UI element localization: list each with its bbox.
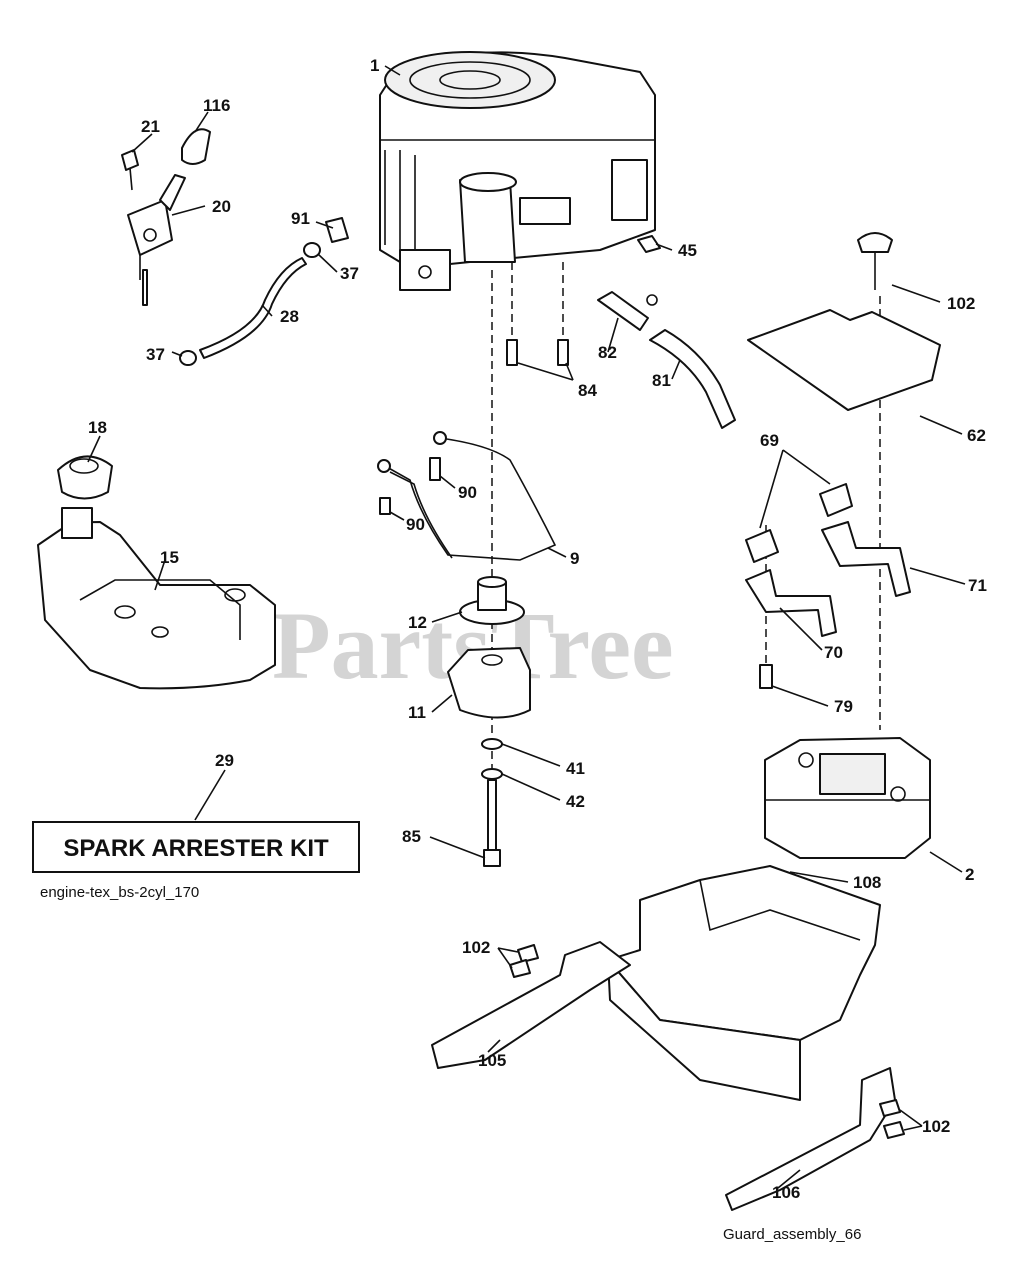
callout-1: 1 xyxy=(370,56,379,75)
callout-70: 70 xyxy=(824,643,843,662)
callout-37-top: 37 xyxy=(340,264,359,283)
pulley-part[interactable] xyxy=(459,576,525,625)
callout-91: 91 xyxy=(291,209,310,228)
callout-90-top: 90 xyxy=(458,483,477,502)
engine-caption: engine-tex_bs-2cyl_170 xyxy=(40,884,199,901)
gasket-part[interactable] xyxy=(745,483,853,563)
bolt-102-top-part[interactable] xyxy=(857,232,893,290)
callout-41: 41 xyxy=(566,759,585,778)
callout-11: 11 xyxy=(408,703,426,722)
callout-71: 71 xyxy=(968,576,987,595)
fuel-hose-part[interactable] xyxy=(199,257,307,359)
callout-102-right: 102 xyxy=(922,1117,950,1136)
nut-45-part[interactable] xyxy=(637,235,661,253)
bolt-79-part[interactable] xyxy=(759,664,773,689)
callout-81: 81 xyxy=(652,371,671,390)
callout-20: 20 xyxy=(212,197,231,216)
callout-18: 18 xyxy=(88,418,107,437)
callout-79: 79 xyxy=(834,697,853,716)
spark-arrester-kit-box[interactable]: SPARK ARRESTER KIT xyxy=(32,821,360,873)
bolt-84-part[interactable] xyxy=(506,339,569,366)
bolt-21-part[interactable] xyxy=(121,149,139,191)
callout-90-bottom: 90 xyxy=(406,515,425,534)
callout-84: 84 xyxy=(578,381,597,400)
bolt-85-part[interactable] xyxy=(483,779,501,867)
callout-85: 85 xyxy=(402,827,421,846)
callout-2: 2 xyxy=(965,865,974,884)
callout-42: 42 xyxy=(566,792,585,811)
callout-69: 69 xyxy=(760,431,779,450)
callout-21: 21 xyxy=(141,117,160,136)
callout-12: 12 xyxy=(408,613,427,632)
guard-part[interactable] xyxy=(607,865,881,1101)
fuel-tank-part[interactable] xyxy=(37,507,276,690)
throttle-control-part[interactable] xyxy=(127,174,186,306)
callout-82: 82 xyxy=(598,343,617,362)
callout-28: 28 xyxy=(280,307,299,326)
callout-116: 116 xyxy=(203,96,230,115)
bracket-9-part[interactable] xyxy=(377,431,557,561)
clamp-part[interactable] xyxy=(179,217,349,366)
leader-lines xyxy=(87,65,966,1189)
callout-62: 62 xyxy=(967,426,986,445)
exhaust-pipe-70-part[interactable] xyxy=(745,569,837,637)
callout-105: 105 xyxy=(478,1051,506,1070)
callout-45: 45 xyxy=(678,241,697,260)
callout-29: 29 xyxy=(215,751,234,770)
callout-102-left: 102 xyxy=(462,938,490,957)
callout-106: 106 xyxy=(772,1183,800,1202)
bolt-102-right-part[interactable] xyxy=(879,1099,905,1139)
callout-15: 15 xyxy=(160,548,179,567)
fuel-cap-part[interactable] xyxy=(57,455,113,500)
callout-37-bottom: 37 xyxy=(146,345,165,364)
bracket-105-part[interactable] xyxy=(431,941,631,1069)
exhaust-pipe-71-part[interactable] xyxy=(821,521,911,597)
bolt-102-left-part[interactable] xyxy=(509,944,539,978)
callout-102-top: 102 xyxy=(947,294,975,313)
callout-108: 108 xyxy=(853,873,881,892)
muffler-part[interactable] xyxy=(764,737,931,859)
clutch-part[interactable] xyxy=(447,647,531,719)
hose-81-part[interactable] xyxy=(649,329,736,429)
fuel-connector-part[interactable] xyxy=(597,291,658,331)
guard-caption: Guard_assembly_66 xyxy=(723,1226,861,1243)
callout-9: 9 xyxy=(570,549,579,568)
screw-90-part[interactable] xyxy=(379,457,441,515)
knob-part[interactable] xyxy=(181,128,211,165)
engine-part[interactable] xyxy=(379,51,656,291)
heat-shield-part[interactable] xyxy=(747,309,941,411)
spark-arrester-kit-label: SPARK ARRESTER KIT xyxy=(63,835,329,862)
